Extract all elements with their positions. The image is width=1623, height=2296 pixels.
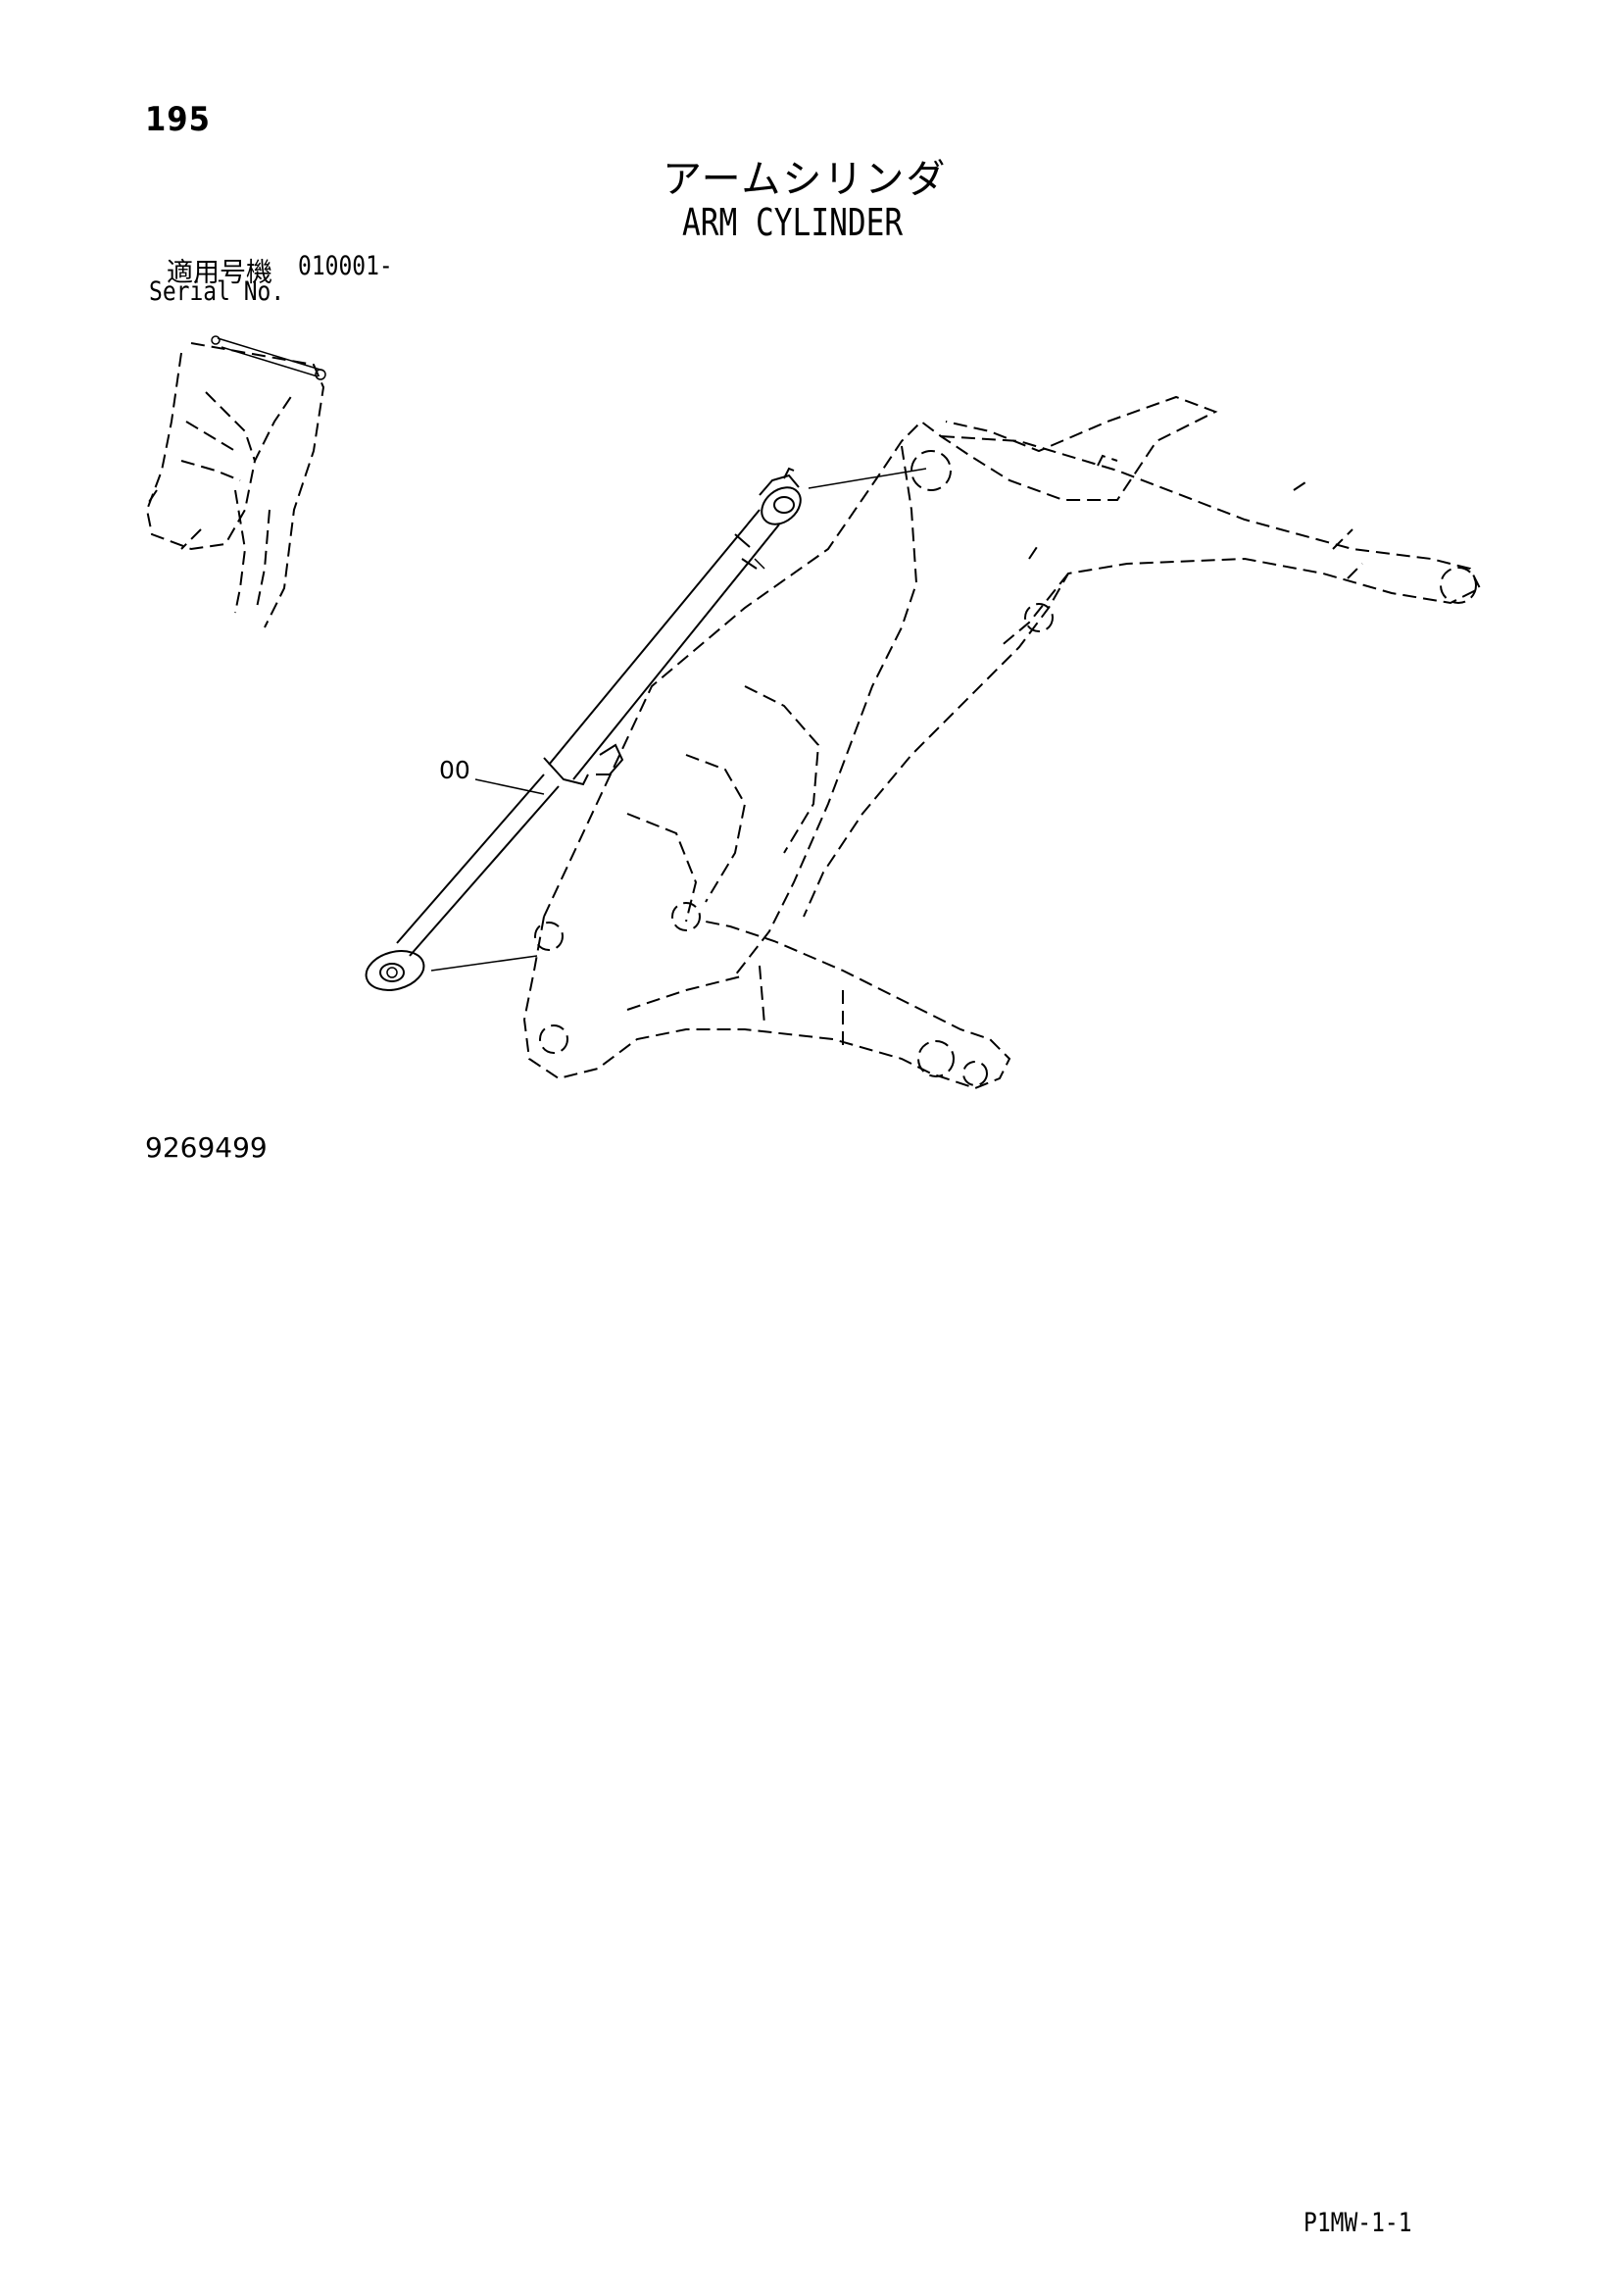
title-english: ARM CYLINDER — [682, 201, 904, 244]
serial-label-japanese: 適用号機 — [167, 258, 272, 288]
arm-outline — [522, 916, 1011, 1090]
callout-part-00: 00 — [439, 756, 470, 784]
boom-outline — [543, 395, 1482, 976]
page-number: 195 — [145, 100, 211, 139]
page-code: P1MW-1-1 — [1303, 2208, 1412, 2238]
overview-thumbnail — [145, 335, 326, 628]
serial-label-english: Serial No. — [149, 276, 285, 307]
drawing-number: 9269499 — [145, 1131, 268, 1164]
title-japanese: アームシリンダ — [663, 157, 948, 202]
serial-value: 010001- — [298, 251, 393, 281]
leader-lines — [430, 468, 927, 972]
arm-cylinder — [365, 467, 802, 991]
